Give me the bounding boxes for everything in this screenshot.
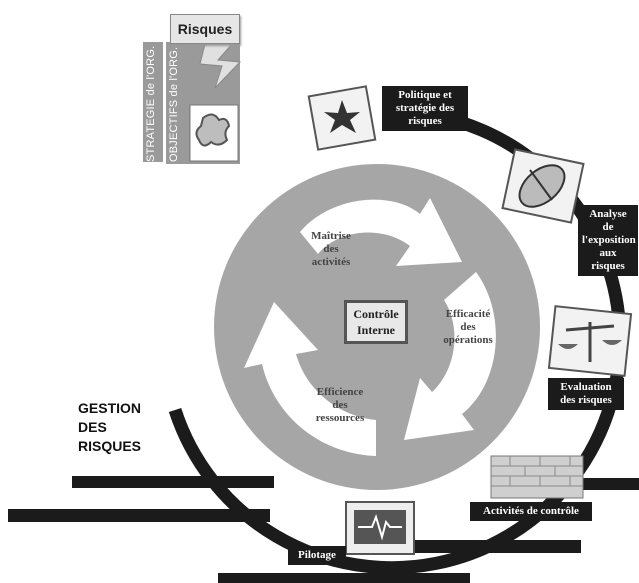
star-icon xyxy=(324,100,360,133)
step-analyse: Analyse de l'exposition aux risques xyxy=(578,205,638,276)
gestion-line-3: RISQUES xyxy=(78,438,142,454)
step-pilotage-line-1: Pilotage xyxy=(298,549,336,561)
segment-maitrise-line-3: activités xyxy=(311,256,351,268)
step-evaluation-line-1: Evaluation xyxy=(560,381,612,393)
step-analyse-line-3: l'exposition xyxy=(582,234,636,246)
objectifs-label: OBJECTIFS de l'ORG. xyxy=(168,46,180,162)
segment-efficience-line-2: des xyxy=(332,399,348,411)
controle-image xyxy=(490,455,584,499)
segment-maitrise: Maîtrise des activités xyxy=(296,230,366,269)
segment-efficience-line-1: Efficience xyxy=(316,386,364,398)
controle-line-2: Interne xyxy=(357,323,395,337)
gestion-des-risques-label: GESTION DES RISQUES xyxy=(78,399,141,456)
step-analyse-line-2: de xyxy=(602,221,614,233)
pilotage-image xyxy=(345,501,415,555)
people-figure-icon xyxy=(195,113,231,147)
step-politique-line-1: Politique et xyxy=(398,89,452,101)
evaluation-image xyxy=(547,305,633,377)
segment-maitrise-line-2: des xyxy=(323,243,339,255)
arrow-top xyxy=(300,198,462,266)
segment-efficacite-line-2: des xyxy=(460,321,476,333)
step-activites-controle-line-1: Activités de contrôle xyxy=(483,505,579,517)
strategie-label: STRATEGIE de l'ORG. xyxy=(145,45,157,162)
bar-middle-left xyxy=(8,509,270,522)
step-politique-line-3: risques xyxy=(408,115,442,127)
segment-efficacite-line-3: opérations xyxy=(443,334,493,346)
step-evaluation-line-2: des risques xyxy=(560,394,612,406)
heartbeat-monitor-icon xyxy=(358,513,402,541)
step-politique-line-2: stratégie des xyxy=(395,102,455,114)
segment-maitrise-line-1: Maîtrise xyxy=(311,230,351,242)
bar-upper-left xyxy=(72,476,274,488)
bar-bottom xyxy=(218,573,470,583)
analyse-image xyxy=(501,148,585,224)
arrow-left xyxy=(244,302,376,456)
lightning-bolt-icon xyxy=(199,43,242,89)
brick-wall-icon xyxy=(491,456,583,487)
controle-line-1: Contrôle xyxy=(353,307,399,321)
segment-efficience-line-3: ressources xyxy=(315,412,365,424)
gestion-line-1: GESTION xyxy=(78,400,142,416)
controle-interne-label: Contrôle Interne xyxy=(344,300,408,344)
step-analyse-line-1: Analyse xyxy=(589,208,627,220)
segment-efficacite: Efficacité des opérations xyxy=(430,308,506,347)
step-evaluation: Evaluation des risques xyxy=(548,378,624,410)
step-pilotage: Pilotage xyxy=(288,546,346,565)
segment-efficacite-line-1: Efficacité xyxy=(445,308,491,320)
step-activites-controle: Activités de contrôle xyxy=(470,502,592,521)
gestion-line-2: DES xyxy=(78,419,107,435)
arrow-right xyxy=(404,272,496,440)
recycle-arrows xyxy=(244,198,496,456)
bar-upper-right xyxy=(580,478,639,490)
politique-image xyxy=(307,85,377,151)
risques-box: Risques xyxy=(170,14,240,44)
strategie-bar xyxy=(143,42,163,162)
step-analyse-line-4: aux risques xyxy=(591,247,625,272)
step-politique: Politique et stratégie des risques xyxy=(382,86,468,131)
segment-efficience: Efficience des ressources xyxy=(302,386,378,425)
